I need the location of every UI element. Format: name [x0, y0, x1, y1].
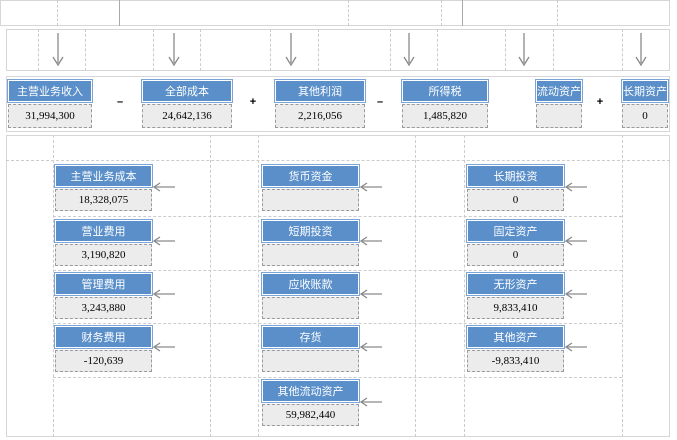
grid-line	[505, 29, 506, 71]
other-current-assets-value: 59,982,440	[262, 404, 359, 426]
grid-line	[462, 0, 463, 26]
grid-line	[318, 29, 319, 71]
inventory-header: 存货	[261, 325, 360, 349]
long-investment-header: 长期投资	[466, 164, 565, 188]
top-row	[6, 76, 670, 132]
other-profit-header: 其他利润	[274, 79, 366, 103]
grid-line	[258, 135, 259, 437]
grid-line	[38, 29, 39, 71]
grid-line	[53, 377, 622, 378]
grid-line	[441, 0, 442, 26]
intangible-assets-header: 无形资产	[466, 272, 565, 296]
current-assets-header: 流动资产	[535, 79, 583, 103]
grid-line	[437, 29, 438, 71]
finance-expense-header: 财务费用	[54, 325, 153, 349]
grid-line	[390, 29, 391, 71]
arrow-left-icon	[565, 342, 587, 352]
grid-line	[85, 29, 86, 71]
arrow-row	[6, 29, 670, 71]
arrow-down-icon	[635, 33, 647, 67]
grid-line	[53, 135, 54, 437]
finance-expense-value: -120,639	[55, 350, 152, 372]
current-assets-value	[536, 104, 582, 128]
grid-line	[200, 29, 201, 71]
arrow-down-icon	[168, 33, 180, 67]
arrow-left-icon	[153, 289, 175, 299]
receivables-value	[262, 297, 359, 319]
income-tax-header: 所得税	[401, 79, 489, 103]
top-strip	[0, 0, 670, 26]
grid-line	[622, 135, 623, 437]
grid-line	[53, 216, 622, 217]
arrow-left-icon	[360, 236, 382, 246]
grid-line	[53, 323, 622, 324]
main-cost-value: 18,328,075	[55, 189, 152, 211]
grid-line	[415, 135, 416, 437]
intangible-assets-value: 9,833,410	[467, 297, 564, 319]
admin-expense-header: 管理费用	[54, 272, 153, 296]
grid-line	[153, 29, 154, 71]
arrow-left-icon	[153, 182, 175, 192]
long-investment-value: 0	[467, 189, 564, 211]
cash-header: 货币资金	[261, 164, 360, 188]
grid-line	[557, 0, 558, 26]
admin-expense-value: 3,243,880	[55, 297, 152, 319]
grid-line	[6, 160, 670, 161]
arrow-down-icon	[403, 33, 415, 67]
arrow-left-icon	[565, 289, 587, 299]
arrow-left-icon	[153, 342, 175, 352]
arrow-down-icon	[285, 33, 297, 67]
grid-line	[464, 135, 465, 437]
other-current-assets-header: 其他流动资产	[261, 379, 360, 403]
other-profit-value: 2,216,056	[275, 104, 365, 128]
grid-line	[270, 29, 271, 71]
grid-line	[119, 0, 120, 26]
other-assets-value: -9,833,410	[467, 350, 564, 372]
arrow-left-icon	[360, 182, 382, 192]
revenue-value: 31,994,300	[8, 104, 92, 128]
grid-line	[53, 270, 622, 271]
grid-line	[348, 0, 349, 26]
minus-operator: –	[116, 96, 124, 108]
long-term-assets-header: 长期资产	[621, 79, 669, 103]
revenue-header: 主营业务收入	[7, 79, 93, 103]
other-assets-header: 其他资产	[466, 325, 565, 349]
arrow-left-icon	[360, 342, 382, 352]
grid-line	[57, 0, 58, 26]
arrow-left-icon	[153, 236, 175, 246]
short-investment-header: 短期投资	[261, 219, 360, 243]
fixed-assets-value: 0	[467, 244, 564, 266]
cash-value	[262, 189, 359, 211]
arrow-left-icon	[360, 397, 382, 407]
short-investment-value	[262, 244, 359, 266]
fixed-assets-header: 固定资产	[466, 219, 565, 243]
arrow-left-icon	[360, 289, 382, 299]
inventory-value	[262, 350, 359, 372]
grid-line	[210, 135, 211, 437]
receivables-header: 应收账款	[261, 272, 360, 296]
arrow-left-icon	[565, 236, 587, 246]
arrow-left-icon	[565, 182, 587, 192]
detail-frame	[6, 135, 670, 437]
main-cost-header: 主营业务成本	[54, 164, 153, 188]
plus-operator: +	[596, 96, 604, 108]
sales-expense-header: 营业费用	[54, 219, 153, 243]
income-tax-value: 1,485,820	[402, 104, 488, 128]
sales-expense-value: 3,190,820	[55, 244, 152, 266]
long-term-assets-value: 0	[622, 104, 668, 128]
grid-line	[553, 29, 554, 71]
arrow-down-icon	[518, 33, 530, 67]
grid-line	[622, 29, 623, 71]
plus-operator: +	[249, 96, 257, 108]
arrow-down-icon	[52, 33, 64, 67]
minus-operator: –	[376, 96, 384, 108]
total-cost-header: 全部成本	[141, 79, 233, 103]
total-cost-value: 24,642,136	[142, 104, 232, 128]
